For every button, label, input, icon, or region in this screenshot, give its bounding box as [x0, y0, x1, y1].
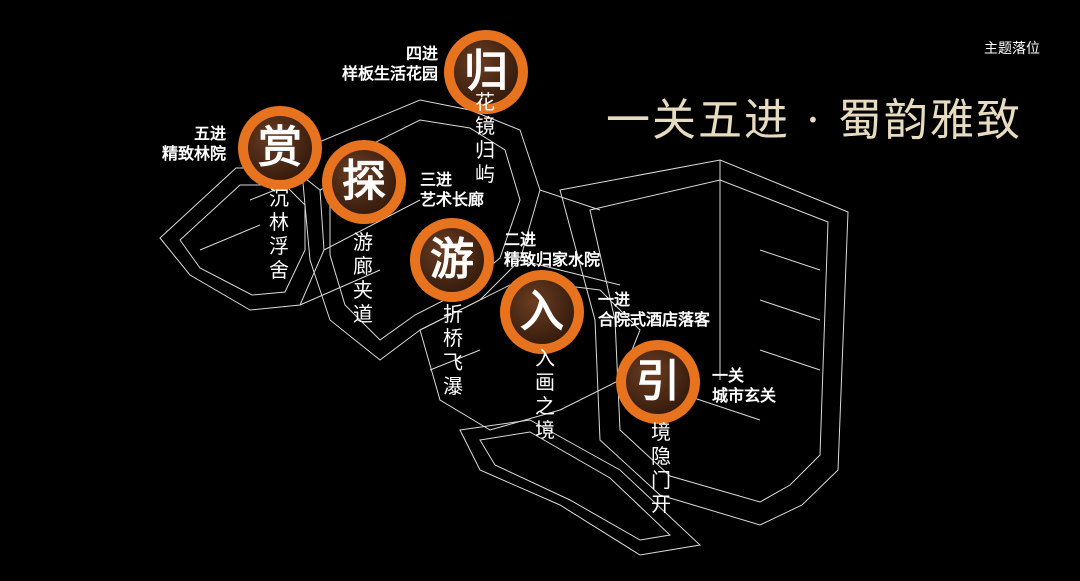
corner-label: 主题落位	[984, 41, 1040, 57]
node-shang-vertical: 沉林浮舍	[269, 186, 289, 282]
node-tan-circle: 探	[322, 140, 406, 224]
wireframe-lower-tail	[459, 419, 702, 556]
node-gui-vertical: 花镜归屿	[475, 90, 495, 186]
node-ru-title: 合院式酒店落客	[598, 310, 711, 329]
node-shang-label: 五进 精致林院	[110, 124, 226, 164]
node-you-label: 二进 精致归家水院	[504, 230, 600, 270]
node-ru-char: 入	[520, 286, 564, 337]
node-shang-char: 赏	[258, 122, 302, 173]
node-tan-stage: 三进	[420, 170, 453, 189]
node-yin-title: 城市玄关	[712, 386, 777, 405]
node-gui-char: 归	[464, 46, 508, 97]
wireframe-central-block	[299, 99, 541, 361]
node-yin-circle: 引	[616, 340, 700, 424]
node-you-vertical: 折桥飞瀑	[443, 302, 463, 398]
wireframe-left-inner	[179, 184, 306, 296]
node-tan-vertical: 游廊夹道	[353, 230, 373, 326]
node-tan-char: 探	[342, 156, 386, 207]
node-gui-label: 四进 样板生活花园	[300, 44, 438, 84]
node-you-stage: 二进	[504, 230, 537, 249]
wireframe-right-wing	[559, 159, 849, 526]
node-ru-stage: 一进	[598, 290, 631, 309]
node-shang-circle: 赏	[238, 106, 322, 190]
node-yin-label: 一关 城市玄关	[712, 366, 776, 406]
wireframe-right-inner	[589, 179, 829, 503]
node-ru-label: 一进 合院式酒店落客	[598, 290, 710, 330]
node-yin-char: 引	[636, 356, 680, 407]
node-yin-stage: 一关	[712, 366, 745, 385]
wireframe-left-wing	[159, 167, 325, 311]
node-gui-title: 样板生活花园	[341, 64, 438, 83]
node-tan-title: 艺术长廊	[420, 190, 485, 209]
node-tan-label: 三进 艺术长廊	[420, 170, 484, 210]
node-you-circle: 游	[410, 218, 494, 302]
node-shang-title: 精致林院	[161, 144, 226, 163]
node-gui-circle: 归	[444, 30, 528, 114]
page-title: 一关五进 · 蜀韵雅致	[606, 95, 1022, 146]
node-you-title: 精致归家水院	[504, 250, 601, 269]
node-yin-vertical: 境隐门开	[651, 420, 671, 516]
node-you-char: 游	[430, 234, 474, 285]
node-gui-stage: 四进	[405, 44, 438, 63]
node-ru-circle: 入	[500, 270, 584, 354]
node-shang-stage: 五进	[193, 124, 226, 143]
wireframe-lower-tail-inner	[479, 431, 672, 541]
node-ru-vertical: 入画之境	[535, 346, 555, 442]
